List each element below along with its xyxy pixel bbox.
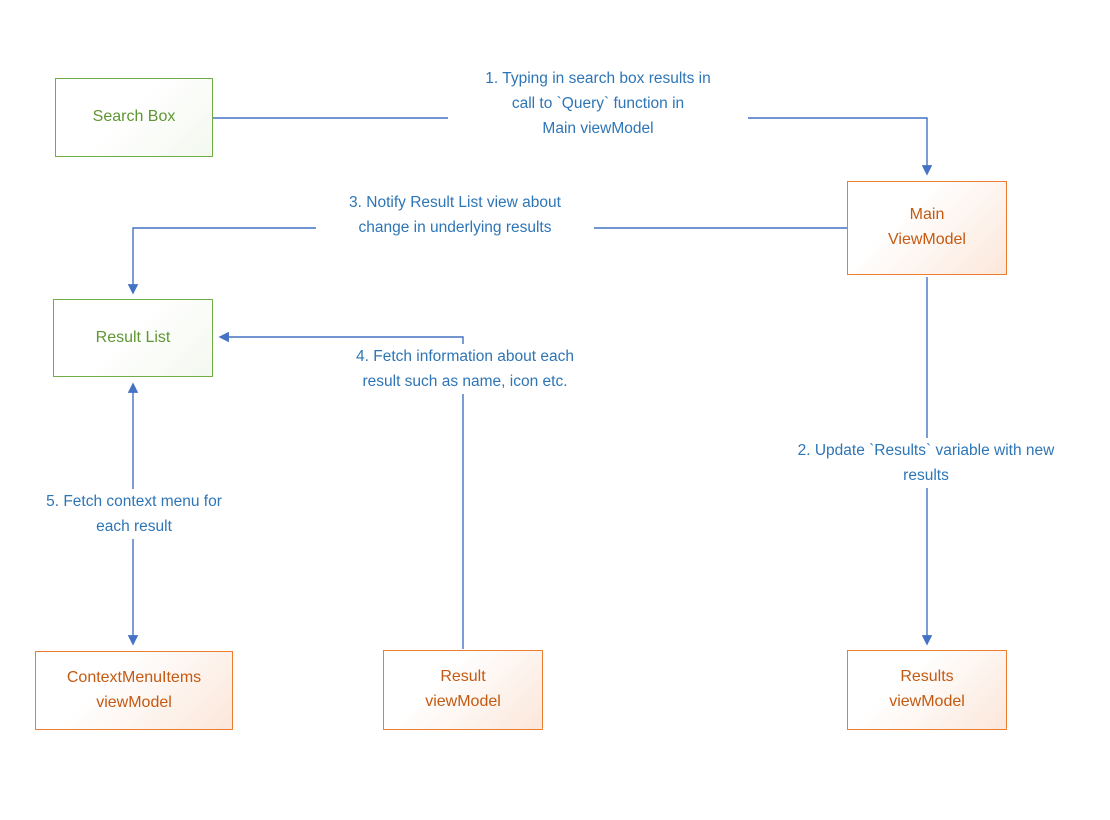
node-contextmenuitems-viewmodel-label: ContextMenuItems viewModel	[66, 668, 202, 711]
flow-label-step5: 5. Fetch context menu for each result	[26, 489, 242, 539]
node-result-list: Result List	[53, 299, 213, 377]
arrow-step4	[218, 331, 464, 649]
arrow-step3	[127, 227, 847, 295]
node-results-viewmodel: Results viewModel	[847, 650, 1007, 730]
node-contextmenuitems-viewmodel: ContextMenuItems viewModel	[35, 651, 233, 730]
node-search-box: Search Box	[55, 78, 213, 157]
node-result-viewmodel-label: Result viewModel	[425, 668, 501, 710]
node-results-viewmodel-label: Results viewModel	[889, 668, 965, 710]
node-main-viewmodel: Main ViewModel	[847, 181, 1007, 275]
flow-label-step4: 4. Fetch information about each result s…	[322, 344, 608, 394]
flow-label-step2: 2. Update `Results` variable with new re…	[760, 438, 1092, 488]
node-result-viewmodel: Result viewModel	[383, 650, 543, 730]
node-main-viewmodel-label: Main ViewModel	[888, 206, 966, 248]
node-search-box-label: Search Box	[92, 108, 176, 126]
flow-label-step3: 3. Notify Result List view about change …	[316, 190, 594, 240]
flow-label-step1: 1. Typing in search box results in call …	[448, 66, 748, 141]
node-result-list-label: Result List	[95, 328, 171, 346]
